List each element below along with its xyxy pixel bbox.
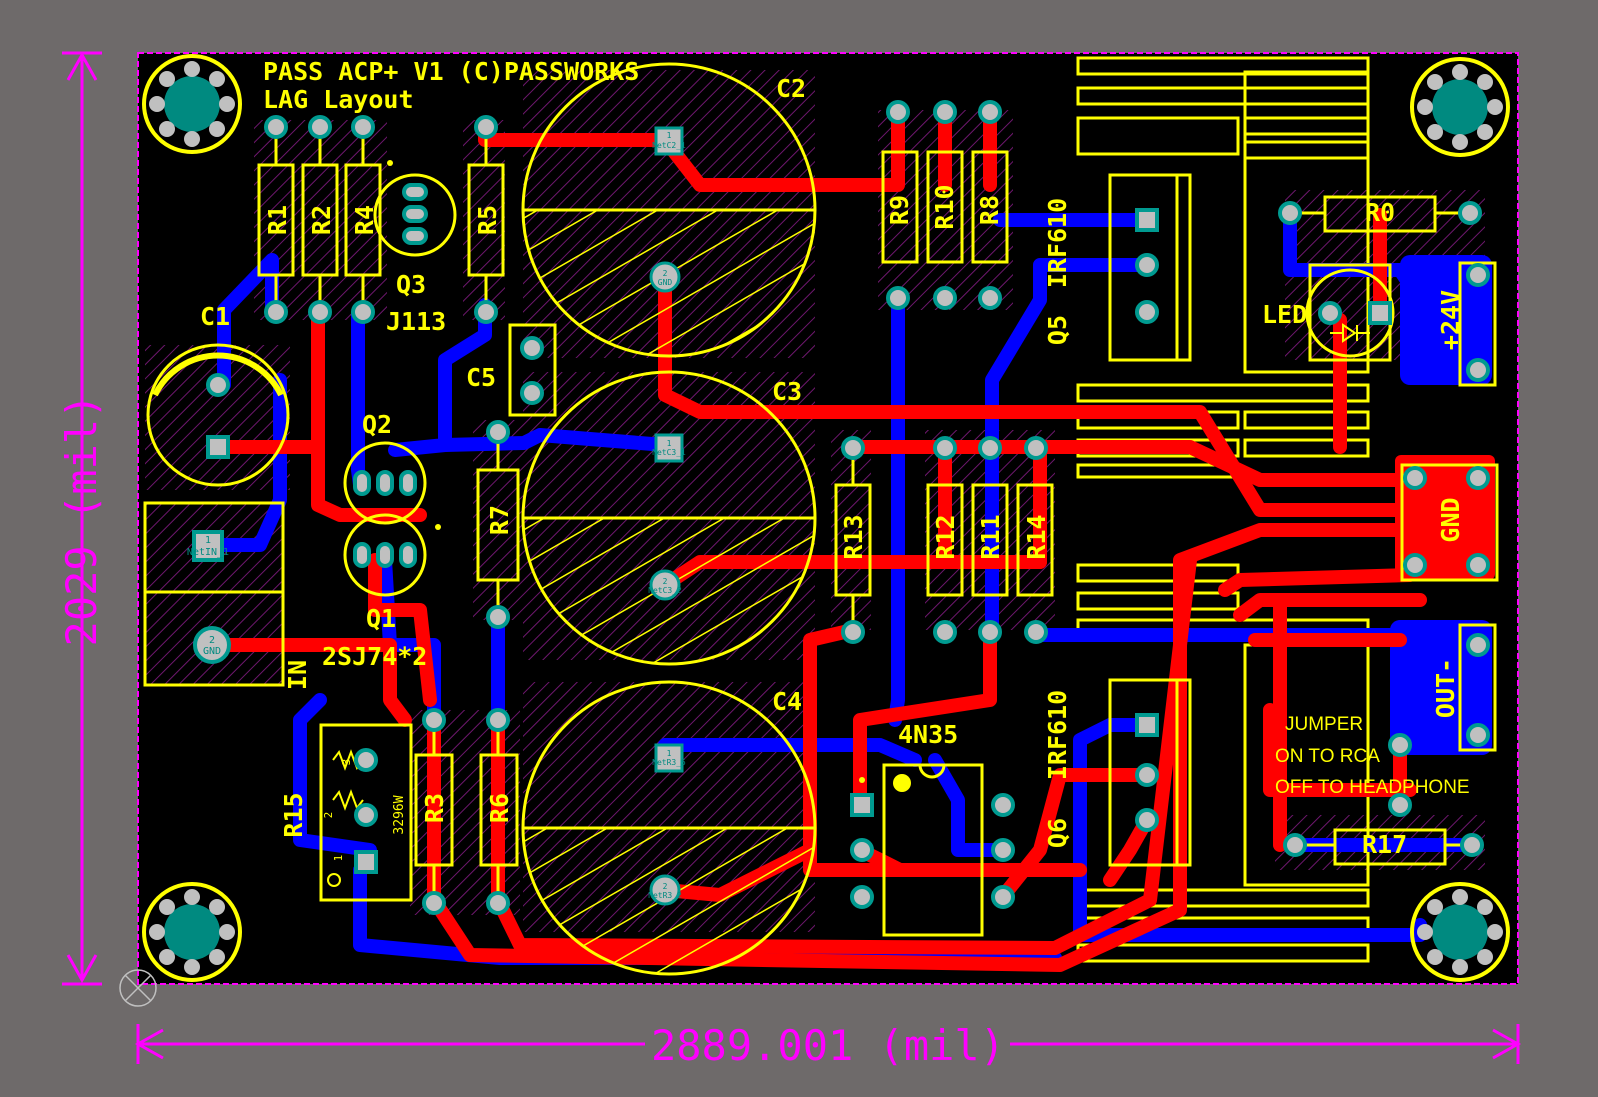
jumper-note-3: OFF TO HEADPHONE — [1275, 777, 1470, 798]
mount-hole-tl — [142, 54, 242, 154]
label-r17: R17 — [1362, 830, 1407, 859]
dot-marker — [859, 777, 865, 783]
label-q5-value: IRF610 — [1043, 198, 1072, 288]
label-r12: R12 — [931, 514, 960, 559]
pad-label: 2 — [209, 635, 215, 646]
pad-net-label: NetC3_1 — [652, 448, 686, 457]
pad-label: 2 — [663, 577, 668, 586]
pot-pin-3: 3 — [340, 759, 353, 766]
label-r13: R13 — [839, 514, 868, 559]
label-r1: R1 — [263, 205, 292, 235]
pad-label: 2 — [663, 882, 668, 891]
label-r7: R7 — [485, 505, 514, 535]
pad-net-labels: 1 NetC2_1 2 GND 1 NetC3_1 2 NetC3_2 1 Ne… — [187, 131, 686, 900]
label-r3: R3 — [420, 793, 449, 823]
label-q5: Q5 — [1043, 315, 1072, 345]
mount-hole-br — [1410, 882, 1510, 982]
pad-label: 1 — [667, 749, 672, 758]
dot-marker — [387, 160, 393, 166]
label-r14: R14 — [1022, 514, 1051, 559]
pad-label: 1 — [205, 535, 211, 546]
label-r8: R8 — [975, 195, 1004, 225]
label-c2: C2 — [776, 74, 806, 103]
pad-net-label: NetC2_1 — [652, 141, 686, 150]
label-r6: R6 — [485, 793, 514, 823]
mount-holes — [142, 54, 1510, 982]
pad-label: 1 — [667, 131, 672, 140]
label-r11: R11 — [976, 514, 1005, 559]
label-q3: Q3 — [396, 270, 426, 299]
jumper-note-1: JUMPER — [1285, 714, 1363, 735]
pot-pin-1: 1 — [332, 855, 345, 862]
label-c5: C5 — [466, 363, 496, 392]
pad-label: 2 — [663, 269, 668, 278]
label-q3-value: J113 — [386, 307, 446, 336]
label-r5: R5 — [473, 205, 502, 235]
label-power-connector: +24V — [1436, 290, 1465, 350]
pad-net-label: GND — [203, 646, 221, 657]
label-c1: C1 — [200, 302, 230, 331]
pot-pin-labels: 3 2 1 — [322, 759, 353, 862]
pad-net-label: GND — [658, 278, 673, 287]
board-subtitle: LAG Layout — [263, 85, 414, 114]
keepout-outline — [137, 52, 1519, 985]
label-c3: C3 — [772, 377, 802, 406]
label-r9: R9 — [885, 195, 914, 225]
dimension-lines — [62, 51, 1522, 1064]
width-dimension-label: 2889.001 (mil) — [651, 1021, 1005, 1070]
pad-net-label: NetR3_2 — [648, 891, 682, 900]
pad-label: 1 — [667, 439, 672, 448]
label-r15: R15 — [279, 792, 308, 837]
power-pour — [1400, 255, 1492, 385]
labeled-pads — [192, 126, 684, 906]
led-symbol — [1330, 323, 1370, 343]
label-r4: R4 — [350, 205, 379, 235]
pin1-marker — [893, 774, 911, 792]
label-pot-model: 3296W — [392, 795, 407, 834]
mount-hole-tr — [1410, 57, 1510, 157]
jumper-note-2: ON TO RCA — [1275, 746, 1380, 767]
pad-net-label: NetIN_1 — [187, 547, 229, 558]
label-r0: R0 — [1365, 198, 1395, 227]
pad-net-label: NetC3_2 — [648, 586, 682, 595]
label-output-connector: OUT- — [1431, 658, 1460, 718]
capacitor-c1 — [146, 343, 290, 487]
label-q6-value: IRF610 — [1043, 690, 1072, 780]
transistor-pads — [353, 183, 428, 568]
board-title: PASS ACP+ V1 (C)PASSWORKS — [263, 57, 639, 86]
label-c4: C4 — [772, 687, 802, 716]
rotated-labels: R1 R2 R4 R5 R9 R10 R8 R7 R13 R12 R11 R14… — [263, 184, 1465, 848]
label-r10: R10 — [930, 184, 959, 229]
label-q6: Q6 — [1043, 818, 1072, 848]
square-pads — [206, 208, 1392, 874]
label-u1: 4N35 — [898, 720, 958, 749]
height-dimension-label: 2029 (mil) — [57, 394, 106, 647]
dot-marker — [435, 524, 441, 530]
mount-hole-bl — [142, 882, 242, 982]
label-led: LED — [1262, 300, 1307, 329]
label-r2: R2 — [307, 205, 336, 235]
pot-pin-2: 2 — [322, 812, 335, 819]
label-in: IN — [283, 660, 312, 690]
transistor-outlines — [143, 173, 1499, 937]
silkscreen-text: PASS ACP+ V1 (C)PASSWORKS LAG Layout C2 … — [200, 57, 1470, 859]
origin-marker — [119, 969, 157, 1007]
label-q1-value: 2SJ74*2 — [322, 642, 427, 671]
label-gnd-connector: GND — [1436, 497, 1465, 542]
output-pour — [1390, 620, 1492, 755]
label-q1: Q1 — [366, 604, 396, 633]
label-q2: Q2 — [362, 410, 392, 439]
pad-net-label: NetR3_5 — [652, 758, 686, 767]
